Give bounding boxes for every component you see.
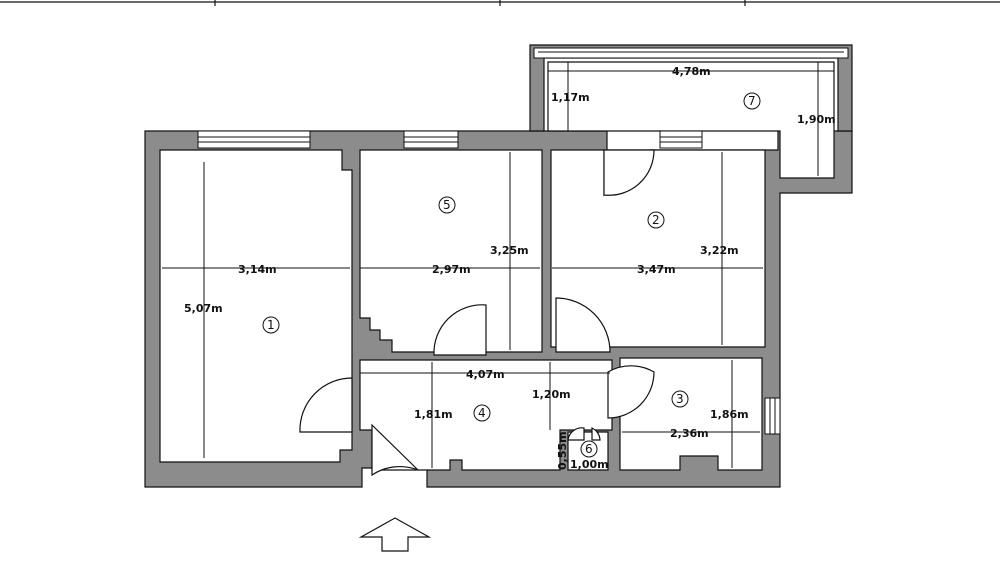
svg-text:3: 3 bbox=[676, 392, 684, 406]
balcony-length-label: 1,90m bbox=[797, 113, 836, 126]
entrance-arrow-icon bbox=[358, 517, 432, 552]
svg-text:7: 7 bbox=[748, 94, 756, 108]
balcony-depth-label: 1,17m bbox=[551, 91, 590, 104]
svg-text:6: 6 bbox=[585, 442, 593, 456]
room-number-1: 1 bbox=[262, 316, 280, 334]
room5-width-label: 2,97m bbox=[432, 263, 471, 276]
room-number-4: 4 bbox=[473, 404, 491, 422]
hall-depth-label: 1,20m bbox=[532, 388, 571, 401]
room3-width-label: 2,36m bbox=[670, 427, 709, 440]
room-5 bbox=[359, 149, 543, 353]
room6-length-label: 0,55m bbox=[556, 431, 569, 470]
hall-width-label: 4,07m bbox=[466, 368, 505, 381]
room1-length-label: 5,07m bbox=[184, 302, 223, 315]
room2-width-label: 3,47m bbox=[637, 263, 676, 276]
balcony-width-label: 4,78m bbox=[672, 65, 711, 78]
dimension-lines bbox=[162, 62, 834, 468]
windows bbox=[197, 47, 849, 435]
room-number-2: 2 bbox=[647, 211, 665, 229]
header-rule bbox=[0, 0, 1000, 6]
room3-length-label: 1,86m bbox=[710, 408, 749, 421]
svg-text:5: 5 bbox=[443, 198, 451, 212]
room-number-6: 6 bbox=[580, 440, 598, 458]
doors bbox=[299, 149, 655, 477]
room1-width-label: 3,14m bbox=[238, 263, 277, 276]
hall-length-label: 1,81m bbox=[414, 408, 453, 421]
room-number-5: 5 bbox=[438, 196, 456, 214]
room-1 bbox=[159, 149, 353, 463]
room-number-3: 3 bbox=[671, 390, 689, 408]
svg-text:4: 4 bbox=[478, 406, 486, 420]
dimension-labels: 3,14m 5,07m 2,97m 3,25m 3,47m 3,22m 4,07… bbox=[184, 65, 836, 471]
svg-text:1: 1 bbox=[267, 318, 275, 332]
room-number-7: 7 bbox=[743, 92, 761, 110]
room-3 bbox=[619, 357, 763, 471]
room-numbers: 1 2 3 4 5 6 7 bbox=[262, 92, 761, 458]
room5-length-label: 3,25m bbox=[490, 244, 529, 257]
svg-text:2: 2 bbox=[652, 213, 660, 227]
room2-length-label: 3,22m bbox=[700, 244, 739, 257]
room6-width-label: 1,00m bbox=[570, 458, 609, 471]
room-7 bbox=[547, 61, 835, 179]
